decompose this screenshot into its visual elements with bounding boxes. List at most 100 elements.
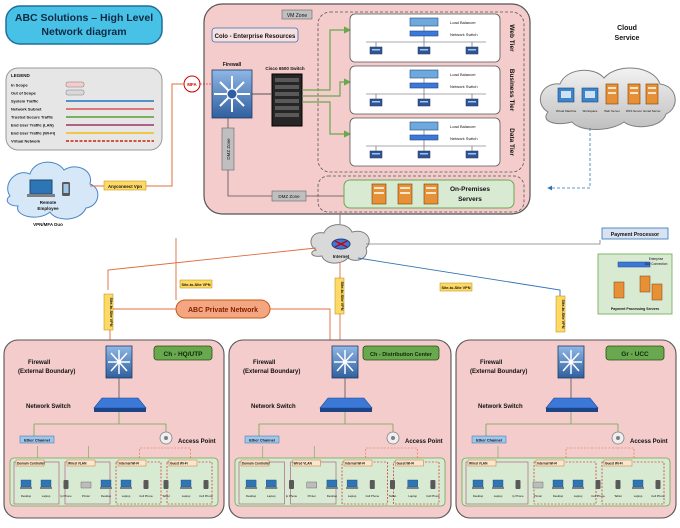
subnet-label: Guest Wi-Fi (170, 462, 188, 466)
device-icon: Laptop (572, 479, 584, 498)
device-label: Desktop (473, 494, 484, 498)
branch-firewall-label: Firewall (480, 360, 503, 366)
branch-firewall-icon (331, 345, 359, 379)
load-balancer-label: Load Balancer (450, 124, 476, 129)
device-icon: Desktop (245, 479, 258, 498)
access-point-icon (159, 431, 173, 445)
cloud-item: Workspace (581, 87, 599, 113)
network-switch-icon (409, 134, 439, 141)
device-icon: Tablet (389, 480, 396, 498)
ether-channel-label: Ether Channel (476, 439, 502, 443)
remote-employee: Remote Employee VPN/MFA Duo (6, 161, 99, 227)
legend-item: Out of Scope (11, 89, 85, 96)
subnet-tag (168, 459, 198, 467)
device-icon: Ip Phone (60, 480, 72, 498)
device-label: Printer (82, 494, 90, 498)
device-label: Ip Phone (512, 494, 524, 498)
device-icon: Desktop (20, 479, 32, 498)
branch-firewall-icon (557, 345, 585, 379)
device-icon: Tablet (162, 480, 170, 498)
device-label: Cell Phone (139, 494, 153, 498)
subnet-label: Guest Wi-Fi (397, 462, 415, 466)
load-balancer-label: Load Balancer (450, 20, 476, 25)
network-switch-label: Network Switch (450, 136, 478, 141)
legend-item: Virtual Network (11, 139, 154, 144)
branch-2: Ch - Distribution CenterFirewall(Externa… (228, 339, 452, 519)
payment-processor: Payment Processor Enterprise Gov Connect… (597, 227, 673, 315)
phone-icon (62, 182, 70, 196)
s2s-tag-2: Site-to-Site VPN (442, 286, 471, 290)
device-label: Laptop (267, 494, 276, 498)
subnet-label: Internal Wi-Fi (345, 462, 365, 466)
device-label: Desktop (101, 494, 112, 498)
legend-item-label: Out of Scope (11, 91, 37, 96)
tier-name: Data Tier (508, 128, 515, 156)
device-icon: Cell Phone (651, 480, 665, 498)
legend-item-label: Trusted Secure Traffic (11, 115, 54, 120)
tier-name: Web Tier (508, 24, 515, 52)
branch-switch-label: Network Switch (26, 404, 71, 410)
cloud-item-label: Web Server (604, 109, 620, 113)
branch-switch-label: Network Switch (478, 404, 523, 410)
subnet-tag (467, 459, 497, 467)
device-icon: Cell Phone (426, 480, 440, 498)
device-icon: Laptop (120, 479, 132, 498)
legend-item: Network Subnet (11, 107, 154, 112)
branch-firewall-sub: (External Boundary) (470, 369, 527, 375)
colo-label: Colo - Enterprise Resources (215, 34, 296, 40)
onprem-label-2: Servers (458, 196, 482, 203)
device-label: Desktop (327, 494, 338, 498)
branch-name-badge (153, 345, 213, 361)
legend-item-label: End User Traffic (Wi-Fi) (11, 131, 56, 136)
cloud-item: DNS Server (626, 83, 642, 113)
device-icon: Ip Phone (286, 480, 298, 498)
load-balancer-icon (409, 17, 439, 27)
device-label: Printer (534, 494, 542, 498)
device-label: Laptop (182, 494, 191, 498)
legend-swatch (65, 81, 85, 88)
cloud-item: Virtual Machine (556, 87, 577, 113)
title-line-1: ABC Solutions – High Level (15, 12, 153, 24)
branch-switch-label: Network Switch (251, 404, 296, 410)
branch-name: Ch - Distribution Center (370, 352, 433, 358)
device-label: Laptop (122, 494, 131, 498)
subnet-tag (15, 459, 45, 467)
load-balancer-icon (409, 69, 439, 79)
internet-label: Internet (333, 254, 350, 259)
legend-item-label: Virtual Network (11, 139, 41, 144)
legend-item-label: System Traffic (11, 99, 39, 104)
gateway-label-2: Gov Connection (645, 262, 668, 266)
onprem-label-1: On-Premises (450, 186, 490, 193)
subnet-tag (117, 459, 147, 467)
device-icon: Cell Phone (591, 480, 605, 498)
subnet-tag (240, 459, 270, 467)
legend-heading: LEGEND (11, 73, 31, 78)
ether-channel-label: Ether Channel (249, 439, 275, 443)
cloud-item-label: Email Server (643, 109, 660, 113)
device-label: Cell Phone (591, 494, 605, 498)
cloud-title-2: Service (615, 35, 640, 42)
device-label: Ip Phone (60, 494, 72, 498)
payment-servers-label: Payment Processing Servers (611, 307, 659, 311)
vm-zone: VM Zone Colo - Enterprise Resources Fire… (203, 3, 531, 215)
network-switch-icon (409, 82, 439, 89)
subnet-tag (603, 459, 633, 467)
device-icon: Printer (306, 481, 317, 498)
network-switch-label: Network Switch (450, 32, 478, 37)
mfa-badge: MFA (183, 75, 212, 93)
branch-firewall-icon (105, 345, 133, 379)
tier-name: Business Tier (508, 69, 515, 112)
device-icon: Tablet (614, 480, 622, 498)
subnet-label: Wired VLAN (469, 462, 488, 466)
branch-name-badge (362, 345, 440, 361)
device-label: Laptop (494, 494, 503, 498)
device-label: Desktop (553, 494, 564, 498)
branch-firewall-label: Firewall (253, 360, 276, 366)
device-label: Cell Phone (426, 494, 440, 498)
cloud-item-label: DNS Server (626, 109, 642, 113)
